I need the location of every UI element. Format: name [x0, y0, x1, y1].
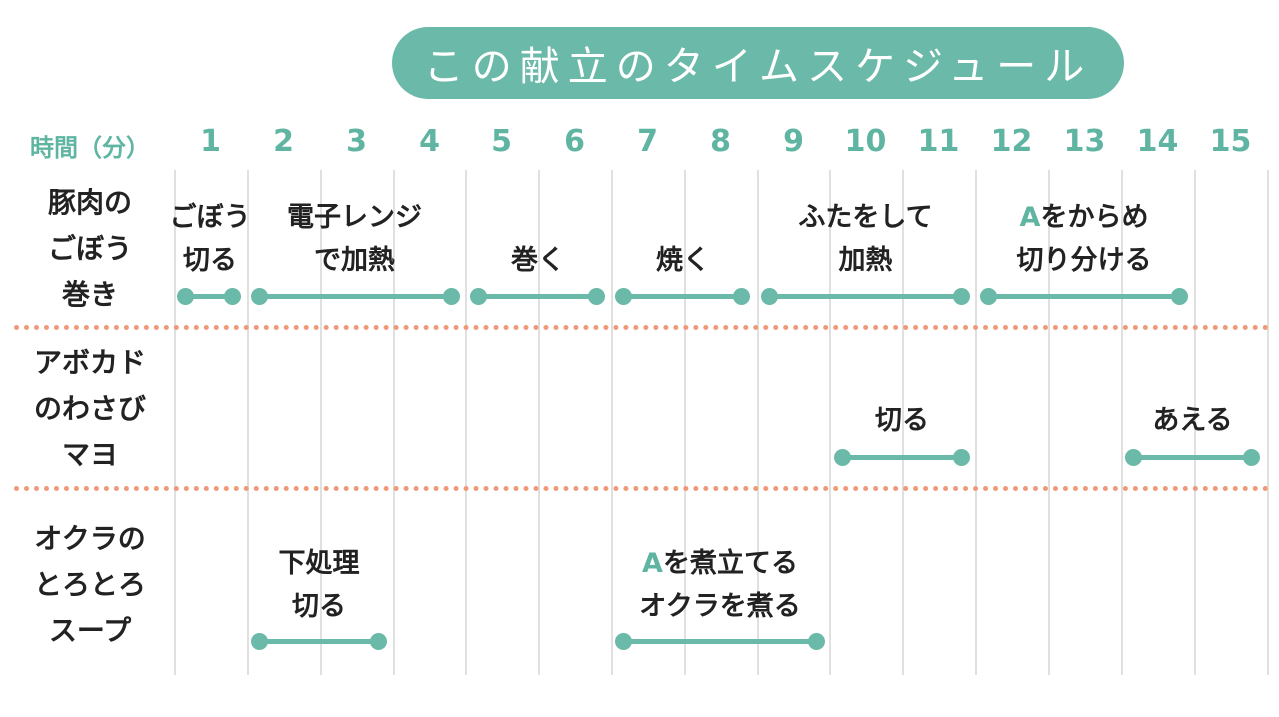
grid-line [1194, 170, 1196, 675]
task-coat-slice: Aをからめ 切り分ける [1016, 202, 1152, 276]
grid-line [320, 170, 322, 675]
task-bar [834, 449, 970, 466]
task-bar [761, 288, 970, 305]
task-bar [615, 633, 825, 650]
row-divider [14, 486, 1269, 491]
minute-9: 9 [783, 124, 804, 159]
minute-13: 13 [1063, 124, 1106, 159]
task-microwave: 電子レンジ で加熱 [287, 202, 422, 276]
task-cut-avocado: 切る [875, 405, 929, 436]
task-cover-heat: ふたをして 加熱 [798, 202, 933, 276]
grid-line [611, 170, 613, 675]
task-bar [980, 288, 1188, 305]
minute-1: 1 [200, 124, 221, 159]
grid-line [684, 170, 686, 675]
minute-8: 8 [710, 124, 731, 159]
task-mix: あえる [1152, 405, 1233, 436]
minute-14: 14 [1136, 124, 1179, 159]
grid-line [465, 170, 467, 675]
grid-line [538, 170, 540, 675]
minute-5: 5 [491, 124, 512, 159]
task-prep-okra: 下処理 切る [278, 548, 360, 622]
dish-label-avocado-wasabi-mayo: アボカド のわさび マヨ [33, 346, 146, 471]
minute-10: 10 [844, 124, 887, 159]
task-bar [470, 288, 605, 305]
grid-line [902, 170, 904, 675]
grid-line [393, 170, 395, 675]
grid-line [829, 170, 831, 675]
task-bar [615, 288, 750, 305]
task-bar [251, 288, 460, 305]
minute-11: 11 [917, 124, 960, 159]
minute-12: 12 [990, 124, 1033, 159]
grid-line [174, 170, 176, 675]
grid-line [1048, 170, 1050, 675]
dish-label-okra-soup: オクラの とろとろ スープ [33, 522, 146, 647]
grid-line [757, 170, 759, 675]
grid-line [1267, 170, 1269, 675]
grid-line [975, 170, 977, 675]
minute-4: 4 [419, 124, 440, 159]
task-bar [251, 633, 387, 650]
task-cut-burdock: ごぼう 切る [169, 202, 251, 276]
minute-2: 2 [273, 124, 294, 159]
task-roll: 巻く [511, 245, 565, 276]
minute-7: 7 [637, 124, 658, 159]
task-grill: 焼く [656, 245, 710, 276]
task-bar [177, 288, 241, 305]
grid-line [247, 170, 249, 675]
dish-label-pork-burdock: 豚肉の ごぼう 巻き [47, 186, 132, 311]
minute-3: 3 [346, 124, 367, 159]
grid-line [1121, 170, 1123, 675]
time-axis-label: 時間（分） [30, 134, 150, 162]
schedule-title: この献立のタイムスケジュール [392, 27, 1124, 99]
task-bar [1125, 449, 1260, 466]
minute-6: 6 [564, 124, 585, 159]
row-divider [14, 325, 1269, 330]
task-simmer-okra: Aを煮立てる オクラを煮る [639, 548, 801, 622]
minute-15: 15 [1209, 124, 1252, 159]
